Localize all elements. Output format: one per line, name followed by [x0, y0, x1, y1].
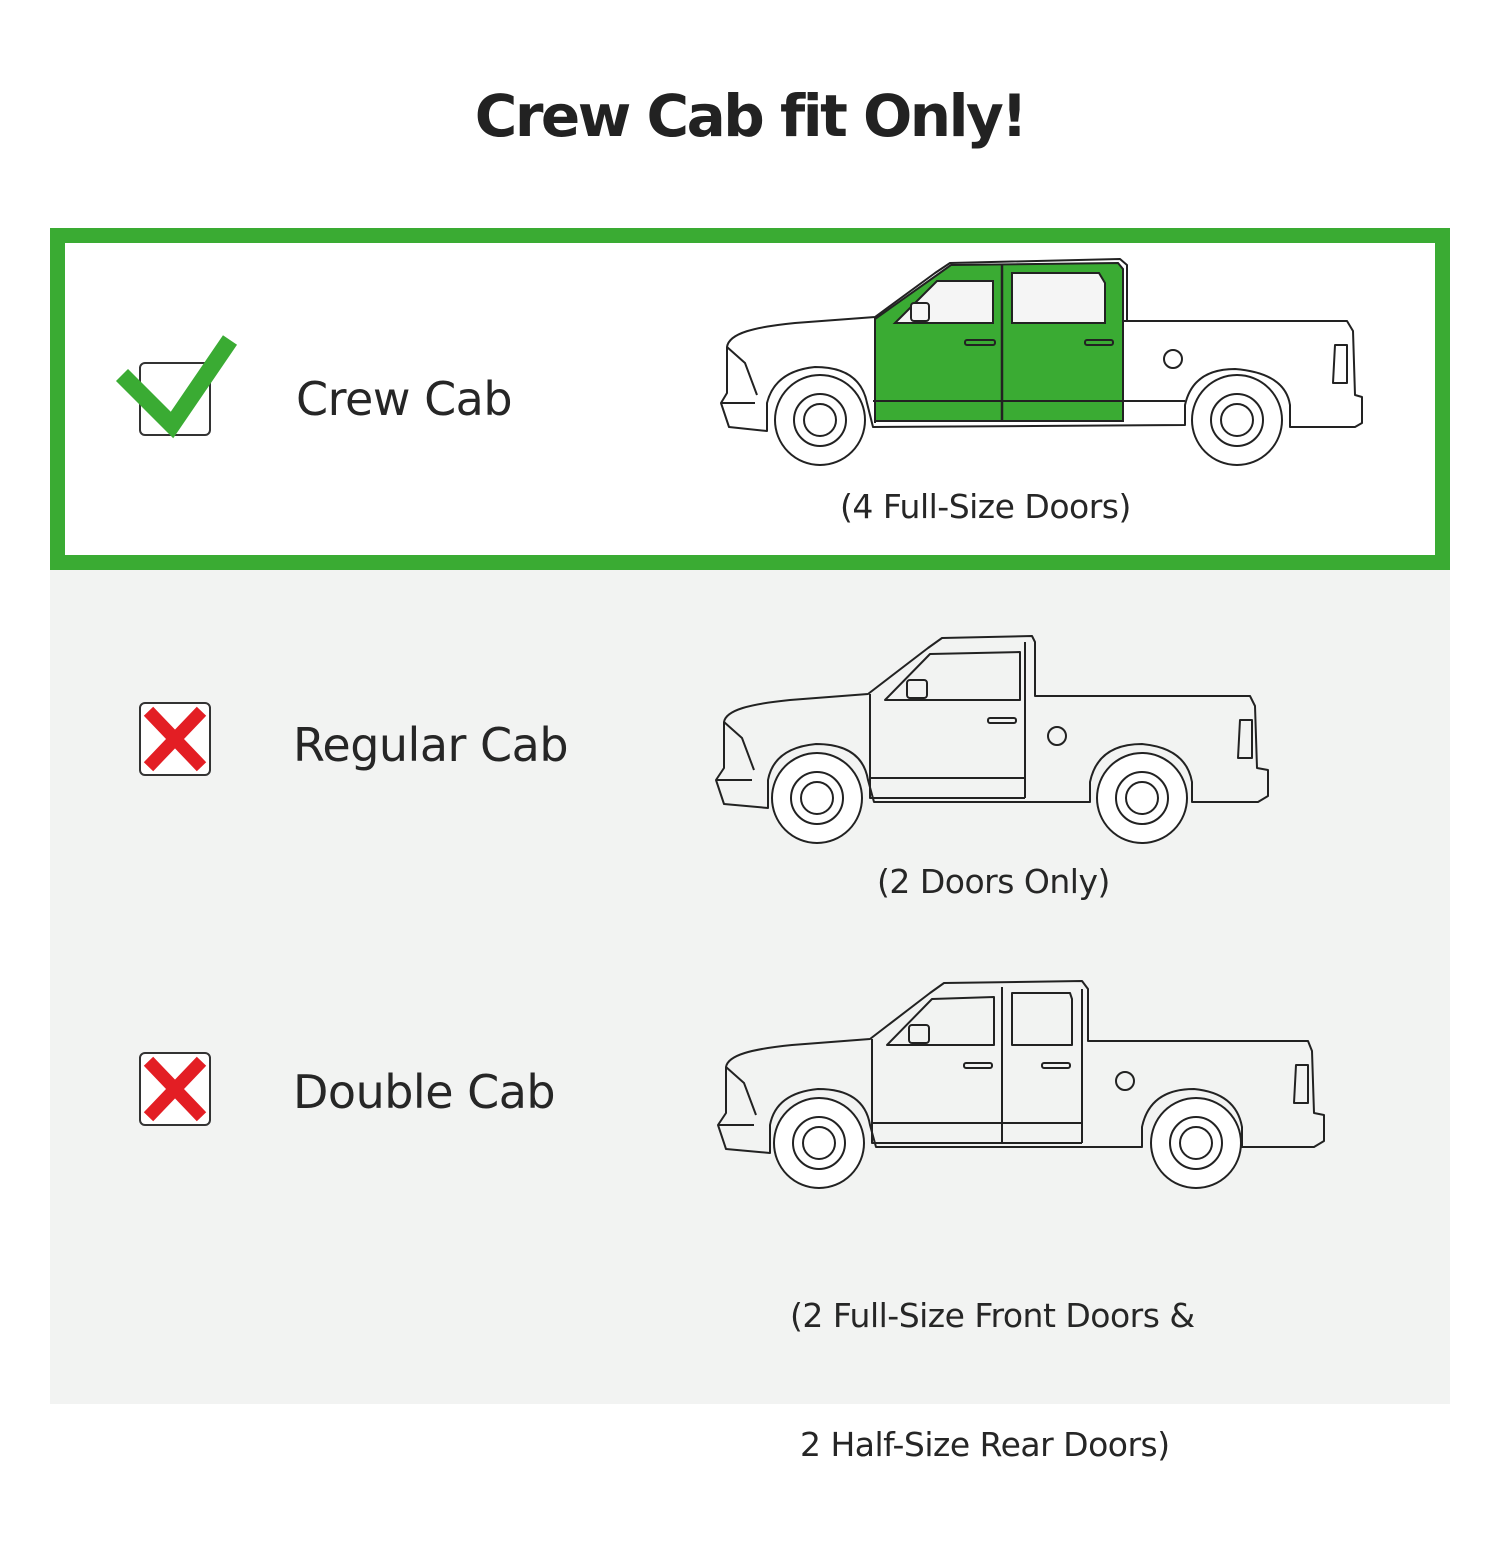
cross-icon [143, 706, 207, 772]
option-label: Crew Cab [296, 372, 513, 426]
cross-box [139, 702, 211, 776]
check-icon [115, 335, 238, 439]
regular-cab-truck-illustration [715, 635, 1269, 844]
option-caption: (2 Doors Only) [877, 862, 1110, 901]
caption-line: 2 Half-Size Rear Doors) [790, 1425, 1170, 1464]
option-caption: (2 Full-Size Front Doors & 2 Half-Size R… [790, 1208, 1195, 1552]
caption-line: (4 Full-Size Doors) [840, 487, 1131, 526]
caption-line: (2 Full-Size Front Doors & [790, 1296, 1195, 1335]
crew-cab-truck-illustration [720, 258, 1363, 466]
cross-box [139, 1052, 211, 1126]
option-caption: (4 Full-Size Doors) [840, 487, 1131, 526]
cross-icon [143, 1056, 207, 1122]
option-label: Regular Cab [293, 718, 569, 772]
non-fitting-options-panel [50, 570, 1450, 1404]
page-title: Crew Cab fit Only! [474, 82, 1028, 150]
option-label: Double Cab [293, 1065, 556, 1119]
caption-line: (2 Doors Only) [877, 862, 1110, 901]
double-cab-truck-illustration [717, 980, 1325, 1189]
